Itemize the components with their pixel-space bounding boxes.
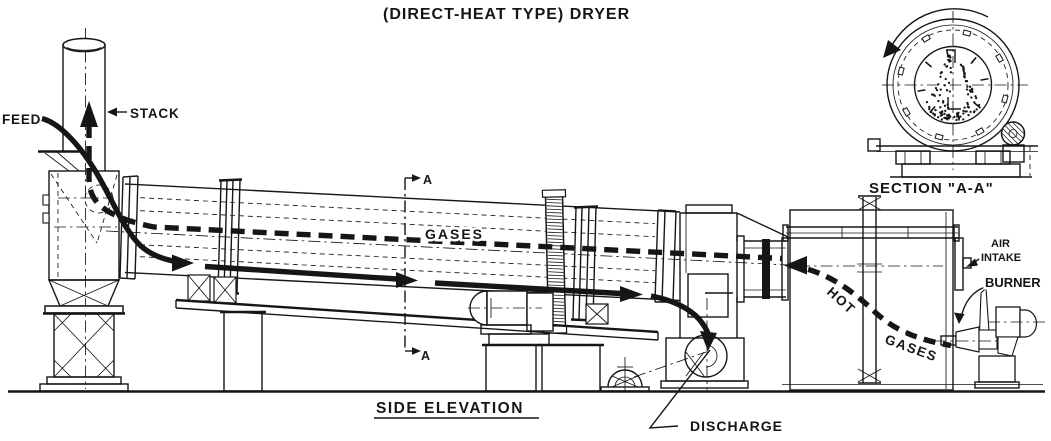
- page-title: (DIRECT-HEAT TYPE) DRYER: [383, 6, 630, 23]
- burner-assembly: [934, 286, 1048, 389]
- drum-cross-section: [886, 18, 1020, 152]
- section-marker-top-label: A: [423, 173, 432, 187]
- riding-ring-2: [570, 205, 599, 322]
- discharge-label-group: DISCHARGE: [648, 349, 783, 434]
- inspection-door: [687, 273, 729, 318]
- burner-label: BURNER: [985, 275, 1041, 290]
- feed-label: FEED: [2, 112, 41, 127]
- lifting-flight-bottom: [947, 97, 961, 110]
- hot-gases-label-group: HOT GASES: [821, 282, 942, 367]
- material-flow-arrows: [204, 263, 643, 302]
- side-elevation-caption: SIDE ELEVATION: [376, 400, 524, 417]
- hot-gases-arrow: [784, 256, 952, 349]
- burner-label-group: BURNER: [954, 273, 1044, 324]
- blower-motor: [1019, 309, 1038, 338]
- furnace-post: [857, 195, 882, 384]
- discharge-chute: [660, 298, 749, 390]
- discharge-label: DISCHARGE: [690, 418, 783, 434]
- burner-cone: [955, 326, 980, 353]
- air-intake-label-group: AIR INTAKE: [966, 236, 1024, 267]
- rotation-arrow: [883, 8, 989, 58]
- riding-ring-1: [215, 178, 243, 295]
- section-aa-caption: SECTION "A-A": [869, 180, 994, 197]
- trunnion-roller-1: [187, 274, 237, 304]
- gases-flow-arrow: [80, 101, 783, 262]
- furnace-top-beam: [782, 224, 960, 242]
- air-intake-panel: [954, 237, 972, 291]
- support-pedestal: [39, 279, 129, 392]
- pinion-gear: [1000, 121, 1031, 176]
- burner-pedestal: [978, 355, 1016, 383]
- connecting-duct: [736, 235, 789, 303]
- drum-discharge-end-flange: [654, 209, 677, 303]
- side-elevation-caption-group: SIDE ELEVATION: [374, 400, 539, 419]
- stack-pipe: [62, 37, 106, 171]
- section-marker-top: A: [405, 171, 435, 190]
- feed-chute: [38, 150, 81, 172]
- gases-label: GASES: [425, 226, 484, 242]
- air-intake-label-2: INTAKE: [981, 252, 1021, 264]
- stack-label: STACK: [130, 106, 180, 121]
- base-frame-rails: [175, 298, 659, 341]
- particle-curtains: [925, 54, 981, 122]
- air-intake-label-1: AIR: [991, 238, 1010, 250]
- discharge-flow-arrow: [650, 293, 717, 351]
- section-aa-inset: [867, 8, 1038, 178]
- drum-feed-end-flange: [119, 175, 139, 280]
- section-marker-bottom-label: A: [421, 349, 430, 363]
- discharge-bearing-unit: [600, 351, 707, 392]
- furnace: [782, 195, 972, 391]
- section-base: [867, 138, 1038, 178]
- drive-motor: [468, 290, 554, 346]
- section-marker-bottom: A: [405, 347, 433, 366]
- feed-flow-arrow: [41, 115, 194, 272]
- rotary-drum: [105, 175, 789, 392]
- stack-label-group: STACK: [107, 106, 180, 121]
- section-cut-line: A A: [404, 171, 435, 366]
- lifting-flight-top: [946, 49, 956, 63]
- hot-gases-label-1: HOT: [824, 284, 859, 317]
